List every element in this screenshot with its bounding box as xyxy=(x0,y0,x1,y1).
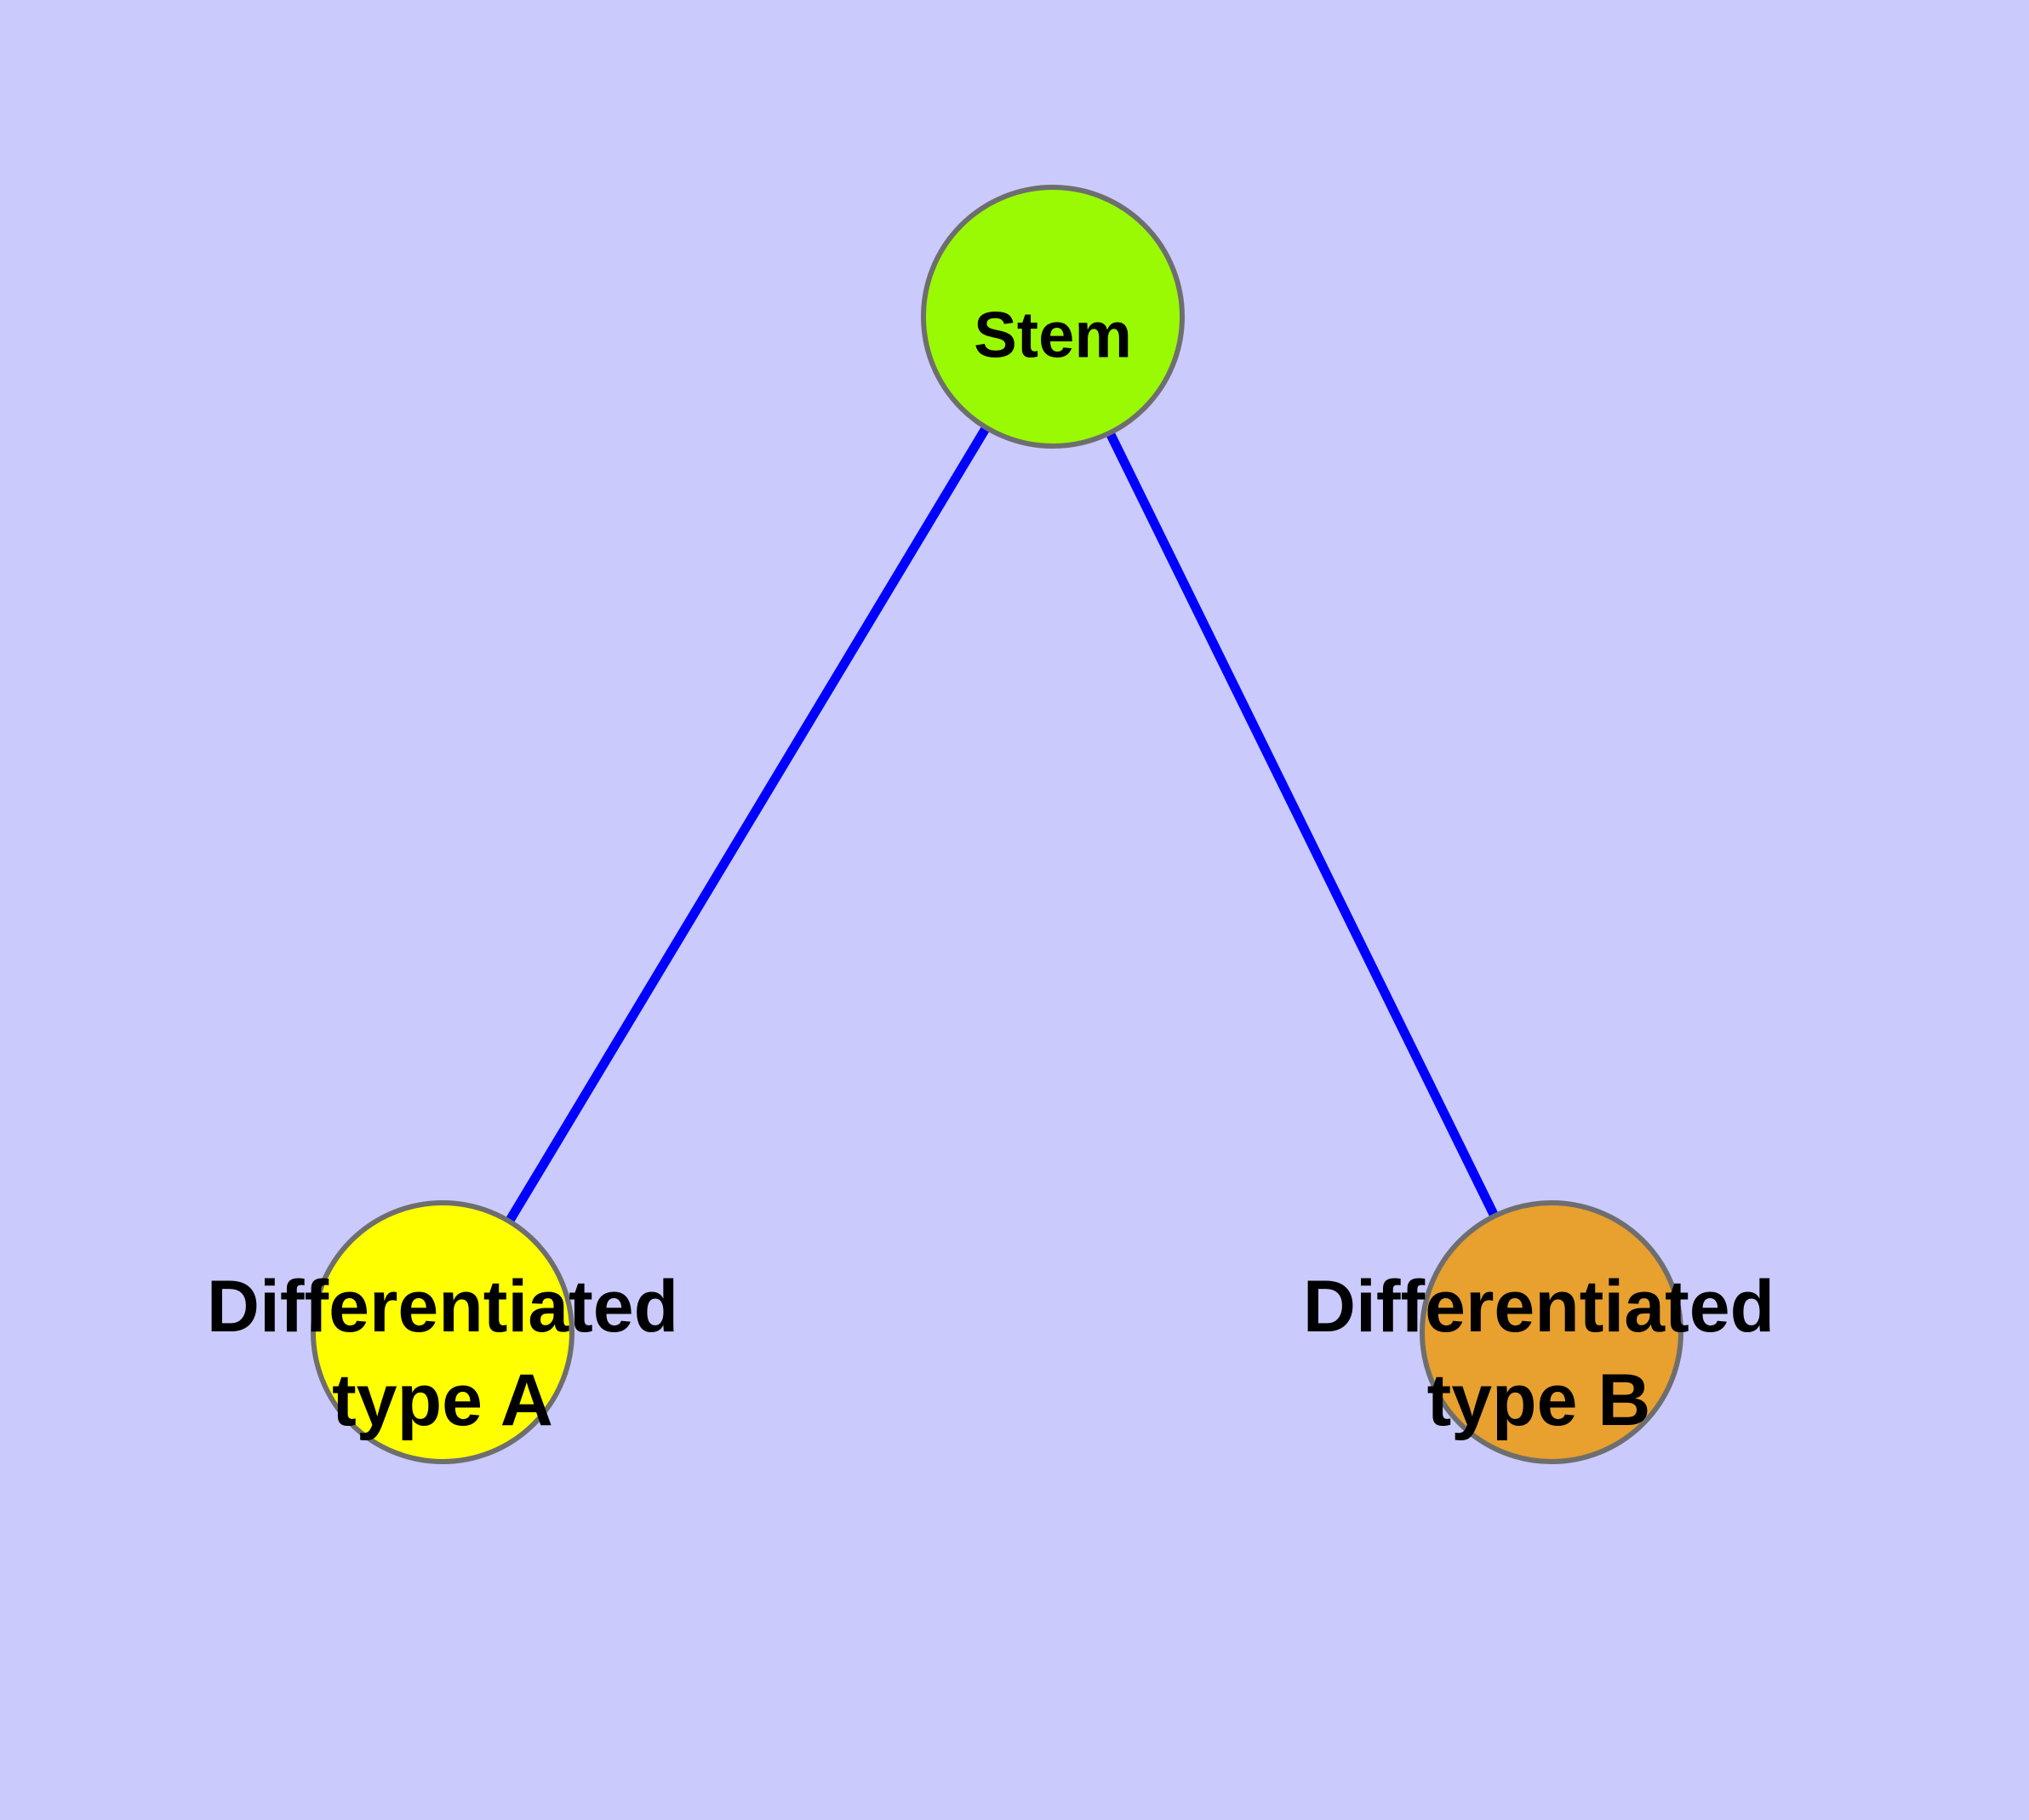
node-label-line: type A xyxy=(332,1359,553,1441)
node-circle-diff-b[interactable] xyxy=(1420,1200,1683,1464)
node-label-stem: Stem xyxy=(974,299,1132,371)
node-label-line: Differentiated xyxy=(207,1266,678,1348)
node-label-diff-b: Differentiated type B xyxy=(1303,1266,1775,1441)
edge-layer xyxy=(505,425,1499,1224)
node-stem[interactable]: Stem xyxy=(921,185,1185,449)
node-label-line: type B xyxy=(1427,1359,1651,1441)
edge-stem-diff-b[interactable] xyxy=(1106,431,1499,1218)
node-circle-stem[interactable] xyxy=(921,185,1185,449)
node-label-line: Differentiated xyxy=(1303,1266,1775,1348)
node-label-line: Stem xyxy=(974,299,1132,371)
node-diff-b[interactable]: Differentiated type B xyxy=(1303,1200,1775,1464)
node-label-diff-a: Differentiated type A xyxy=(207,1266,678,1441)
node-circle-diff-a[interactable] xyxy=(311,1200,574,1464)
node-diff-a[interactable]: Differentiated type A xyxy=(207,1200,678,1464)
edge-stem-diff-a[interactable] xyxy=(505,425,991,1224)
